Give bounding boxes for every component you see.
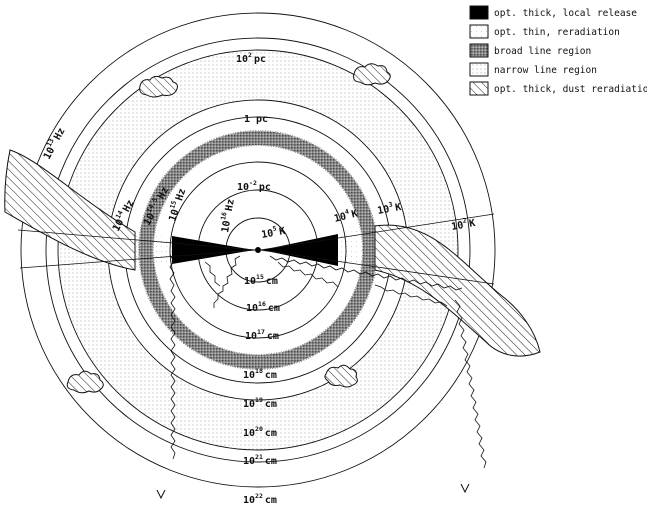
svg-text:1013Hz: 1013Hz [39,125,67,162]
accretion-wedge-left [172,236,254,264]
photon-path-2 [213,255,241,308]
legend-swatch-dust [469,81,489,96]
legend-label-broad-line: broad line region [494,46,591,57]
legend-item-dust: opt. thick, dust reradiation [469,81,647,96]
temperature-label-2: 102K [450,215,477,233]
circle-r17 [169,161,347,339]
frequency-label-13: 1013Hz [39,125,68,162]
dust-torus-left [4,149,136,271]
dust-cloud-top-left [139,75,178,98]
line-right-upper [259,213,495,251]
frequency-label-14-5: 1014.5Hz [139,184,171,227]
photon-paths [169,254,487,469]
svg-text:1014.5Hz: 1014.5Hz [139,184,171,227]
circle-r21 [45,37,471,463]
legend: opt. thick, local release opt. thin, rera… [469,5,647,96]
svg-text:105K: 105K [260,223,286,241]
svg-text:1014Hz: 1014Hz [108,197,136,234]
legend-item-broad-line: broad line region [469,43,591,58]
dust-torus-right [374,224,541,357]
legend-label-reradiation: opt. thin, reradiation [494,27,620,38]
photon-path-7 [374,284,448,307]
central-source [255,247,261,253]
line-left-lower [19,249,257,269]
dust-cloud-top-right [353,63,391,86]
photon-path-3 [204,261,221,287]
legend-label-dust: opt. thick, dust reradiation [494,84,647,95]
legend-item-reradiation: opt. thin, reradiation [469,24,620,39]
legend-label-local-release: opt. thick, local release [494,8,637,19]
dust-cloud-bottom-left [66,370,104,394]
circle-r22 [20,12,496,488]
photon-arrowhead-left [156,489,166,500]
photon-arrowhead-right [460,483,470,494]
scale-label-1pc: 1 pc [244,114,268,125]
dust-cloud-bottom-right [324,364,358,388]
reradiation-wedge [133,226,380,270]
accretion-wedge-right [262,234,338,266]
temperature-label-3: 103K [376,199,403,217]
svg-text:1016Hz: 1016Hz [217,198,237,234]
frequency-label-15: 1015Hz [165,186,189,223]
legend-swatch-narrow-line [469,62,489,77]
svg-text:104K: 104K [332,206,359,225]
circle-r20 [57,49,459,451]
legend-swatch-broad-line [469,43,489,58]
spectral-lines [17,213,495,285]
frequency-label-14: 1014Hz [108,197,137,234]
svg-text:103K: 103K [376,199,402,217]
svg-text:102K: 102K [450,215,476,233]
line-right-lower [259,249,495,285]
legend-swatch-local-release [469,5,489,20]
legend-item-narrow-line: narrow line region [469,62,597,77]
legend-label-narrow-line: narrow line region [494,65,597,76]
svg-text:1015Hz: 1015Hz [165,186,189,223]
legend-swatch-reradiation [469,24,489,39]
legend-item-local-release: opt. thick, local release [469,5,637,20]
svg-text:10-2pc: 10-2pc [237,179,271,193]
temperature-label-4: 104K [332,206,359,225]
line-left-upper [17,229,257,251]
photon-path-1 [169,254,176,460]
photon-path-6 [454,299,487,469]
temperature-label-5: 105K [260,223,287,241]
frequency-label-16: 1016Hz [217,198,237,234]
photon-path-5 [277,261,339,288]
photon-path-4 [269,255,463,291]
